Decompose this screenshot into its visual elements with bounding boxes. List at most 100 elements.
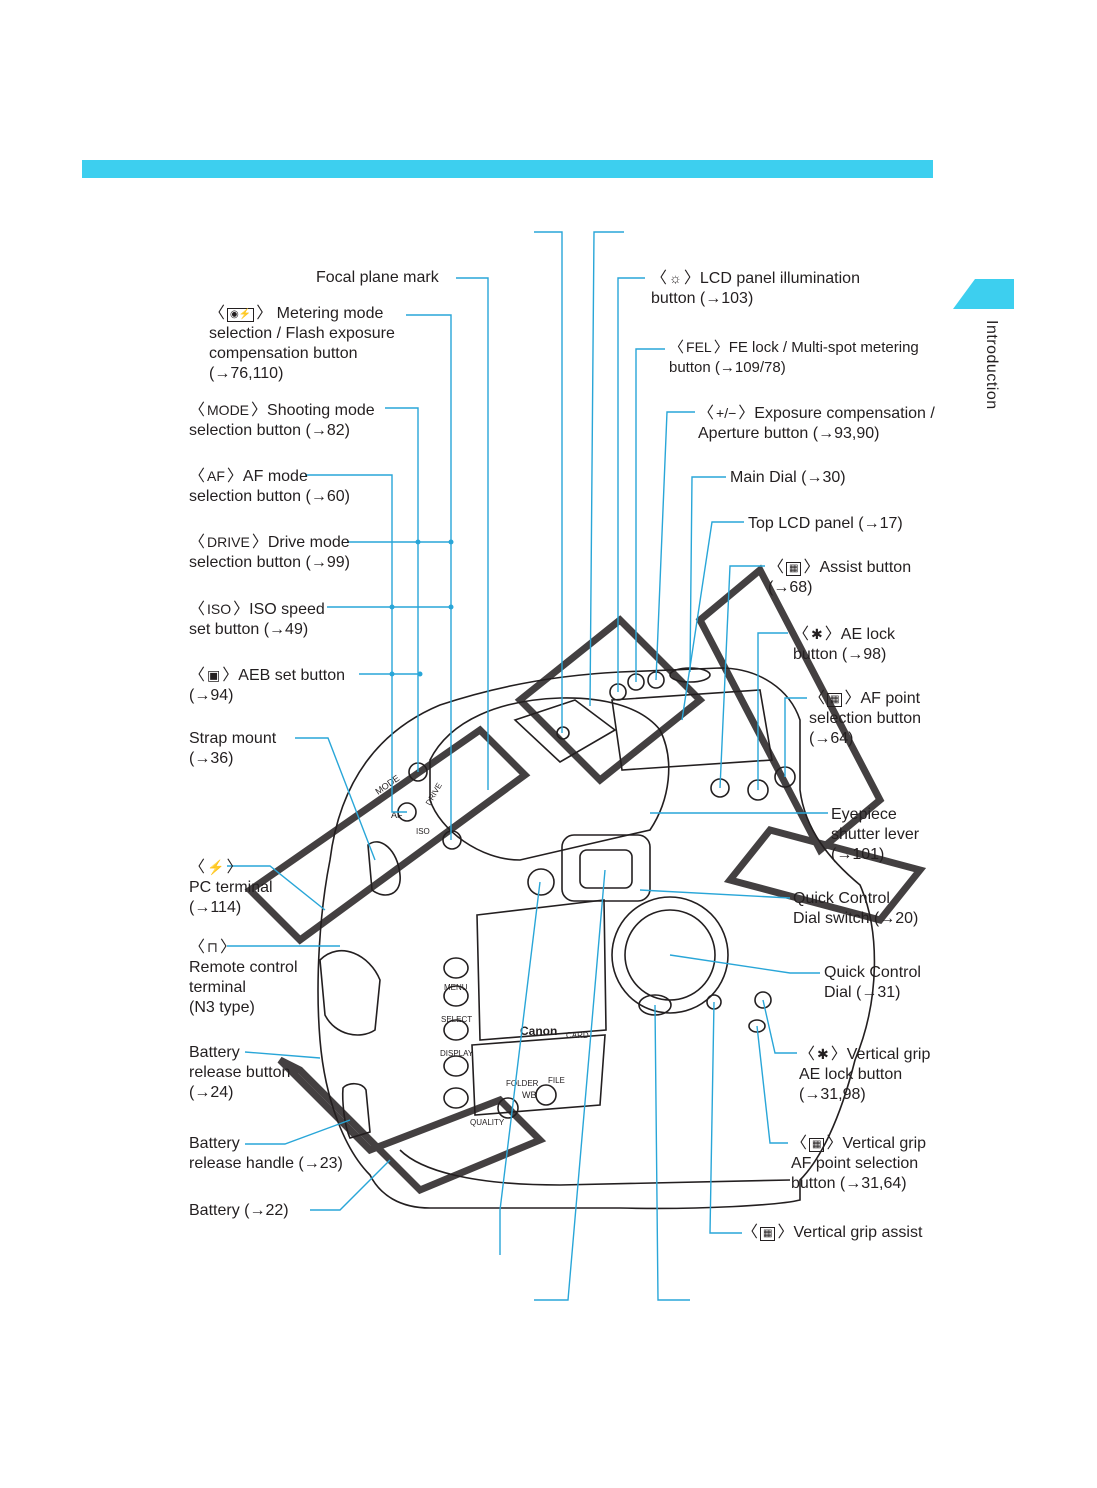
label-vg-ae-line2: AE lock button — [799, 1066, 903, 1083]
label-vg-af-line3: button (→31,64) — [791, 1175, 907, 1192]
label-eyepiece-shutter: Eyepiece shutter lever (→101) — [831, 805, 919, 865]
label-af-point-selection: 〈▦〉AF point selection button (→64) — [809, 690, 922, 747]
label-strap-line2: (→36) — [189, 750, 234, 767]
vg-ae-lock-icon: ✱ — [817, 1046, 829, 1062]
label-batt-rel-line1: Battery — [189, 1044, 240, 1061]
camera-menu-label: MENU — [444, 983, 468, 992]
metering-flash-icon: ◉⚡ — [227, 308, 255, 322]
label-strap-mount: Strap mount (→36) — [189, 729, 276, 769]
label-drive-mode: 〈DRIVE〉Drive mode selection button (→99) — [189, 534, 350, 571]
label-lcd-illum-line1: LCD panel illumination — [699, 270, 860, 287]
label-af-point-line1: AF point — [860, 690, 921, 707]
label-eyepiece-line3: (→101) — [831, 846, 885, 863]
label-metering-line4: (→76,110) — [209, 365, 284, 382]
label-metering-line3: compensation button — [209, 345, 358, 362]
label-fe-lock: 〈FEL〉FE lock / Multi-spot metering butto… — [669, 339, 919, 376]
illumination-icon: ☼ — [669, 270, 682, 286]
camera-wb-label: WB — [522, 1090, 537, 1100]
camera-outline — [317, 667, 876, 1210]
label-ae-lock: 〈✱〉AE lock button (→98) — [793, 626, 896, 663]
label-exposure-compensation: 〈+/−〉Exposure compensation / Aperture bu… — [698, 405, 935, 442]
label-battery-release-handle: Battery release handle (→23) — [189, 1134, 343, 1174]
label-metering-line1: Metering mode — [276, 305, 384, 322]
label-remote-line3: (N3 type) — [189, 999, 255, 1016]
label-main-dial: Main Dial (→30) — [730, 469, 846, 486]
label-assist-line1: Assist button — [819, 559, 912, 576]
label-metering-line2: selection / Flash exposure — [209, 325, 395, 342]
diopter-knob — [527, 868, 555, 896]
eyepiece — [561, 834, 651, 902]
label-af-point-line3: (→64) — [809, 730, 854, 747]
label-aeb-line2: (→94) — [189, 687, 234, 704]
label-vertical-grip-assist: 〈▦〉Vertical grip assist — [742, 1224, 923, 1241]
label-fel-line2: button (→109/78) — [669, 359, 786, 376]
label-qcd-switch-line2: Dial switch (→20) — [793, 910, 919, 927]
label-aeb-line1: AEB set button — [238, 667, 345, 684]
label-batt-handle-line1: Battery — [189, 1135, 240, 1152]
label-exp-line2: Aperture button (→93,90) — [698, 425, 880, 442]
label-quick-control-dial: Quick Control Dial (→31) — [824, 963, 921, 1003]
camera-file-label: FILE — [548, 1076, 565, 1085]
flash-icon: ⚡ — [207, 859, 225, 875]
label-top-lcd: Top LCD panel (→17) — [748, 515, 903, 532]
drive-icon: DRIVE — [207, 534, 250, 550]
label-remote-line1: Remote control — [189, 959, 298, 976]
rear-lcd-monitor — [476, 899, 607, 1041]
wb-button — [535, 1084, 557, 1106]
iso-icon: ISO — [207, 601, 232, 617]
camera-af-label: AF — [391, 810, 403, 820]
label-drive-line1: Drive mode — [267, 534, 350, 551]
camera-iso-label: ISO — [416, 827, 430, 836]
label-mode-line2: selection button (→82) — [189, 422, 350, 439]
label-vg-ae-line1: Vertical grip — [846, 1046, 931, 1063]
label-af-line2: selection button (→60) — [189, 488, 350, 505]
quick-control-dial-inner — [624, 909, 716, 1001]
label-strap-line1: Strap mount — [189, 730, 277, 747]
label-pc-terminal: 〈⚡〉 PC terminal (→114) — [189, 859, 273, 916]
remote-icon: ⊓ — [207, 939, 218, 955]
camera-select-label: SELECT — [441, 1015, 472, 1024]
label-assist-button: 〈▦〉Assist button (→68) — [768, 559, 912, 596]
label-af-mode: 〈AF〉AF mode selection button (→60) — [189, 468, 350, 505]
label-qcd-switch-line1: Quick Control — [793, 890, 890, 907]
label-drive-line2: selection button (→99) — [189, 554, 350, 571]
label-lcd-illumination: 〈☼〉LCD panel illumination button (→103) — [651, 270, 860, 307]
terminal-cover — [319, 949, 381, 1036]
quick-control-dial — [611, 896, 729, 1014]
label-focal-plane-mark: Focal plane mark — [316, 269, 439, 286]
exposure-comp-icon: +/− — [716, 405, 737, 421]
label-qcd-line1: Quick Control — [824, 964, 921, 981]
label-remote-line2: terminal — [189, 979, 246, 996]
menu-button — [443, 985, 469, 1007]
label-fel-line1: FE lock / Multi-spot metering — [728, 339, 919, 356]
label-ae-lock-line1: AE lock — [840, 626, 896, 643]
aeb-icon: ▣ — [207, 667, 221, 683]
label-shooting-mode: 〈MODE〉Shooting mode selection button (→8… — [189, 402, 375, 439]
vg-assist-icon: ▦ — [760, 1227, 776, 1241]
label-iso-speed: 〈ISO〉ISO speed set button (→49) — [189, 601, 325, 638]
fel-icon: FEL — [686, 339, 712, 355]
label-assist-line2: (→68) — [768, 579, 813, 596]
display-button — [443, 1055, 469, 1077]
label-iso-line1: ISO speed — [249, 601, 325, 618]
label-eyepiece-line1: Eyepiece — [831, 806, 897, 823]
label-pc-line1: PC terminal — [189, 879, 273, 896]
label-ae-lock-line2: button (→98) — [793, 646, 887, 663]
label-lcd-illum-line2: button (→103) — [651, 290, 754, 307]
label-batt-rel-line2: release button — [189, 1064, 291, 1081]
assist-icon: ▦ — [786, 562, 802, 576]
camera-quality-label: QUALITY — [470, 1118, 505, 1127]
label-af-line1: AF mode — [242, 468, 308, 485]
vg-af-point-icon: ▦ — [809, 1138, 825, 1152]
select-button — [443, 1019, 469, 1041]
label-eyepiece-line2: shutter lever — [831, 826, 920, 843]
label-battery: Battery (→22) — [189, 1202, 289, 1219]
camera-display-label: DISPLAY — [440, 1049, 474, 1058]
af-point-icon: ▦ — [827, 693, 843, 707]
hot-shoe — [513, 699, 617, 763]
label-pc-line2: (→114) — [189, 899, 242, 916]
vg-ae-lock-button — [754, 991, 772, 1009]
